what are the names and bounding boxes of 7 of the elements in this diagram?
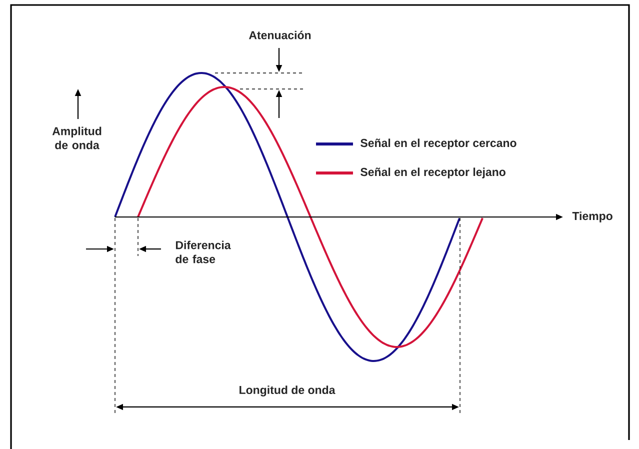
axis-label: Longitud de onda <box>240 386 336 396</box>
legend-text: Señal en el receptor lejano <box>360 168 506 178</box>
axis-label: Atenuación <box>248 30 311 40</box>
axis-label: Tiempo <box>572 212 612 222</box>
axis-label: Amplitud de onda <box>52 126 102 150</box>
legend-text: Señal en el receptor cercano <box>360 138 516 150</box>
axis-label: Diferencia de fase <box>176 240 231 264</box>
